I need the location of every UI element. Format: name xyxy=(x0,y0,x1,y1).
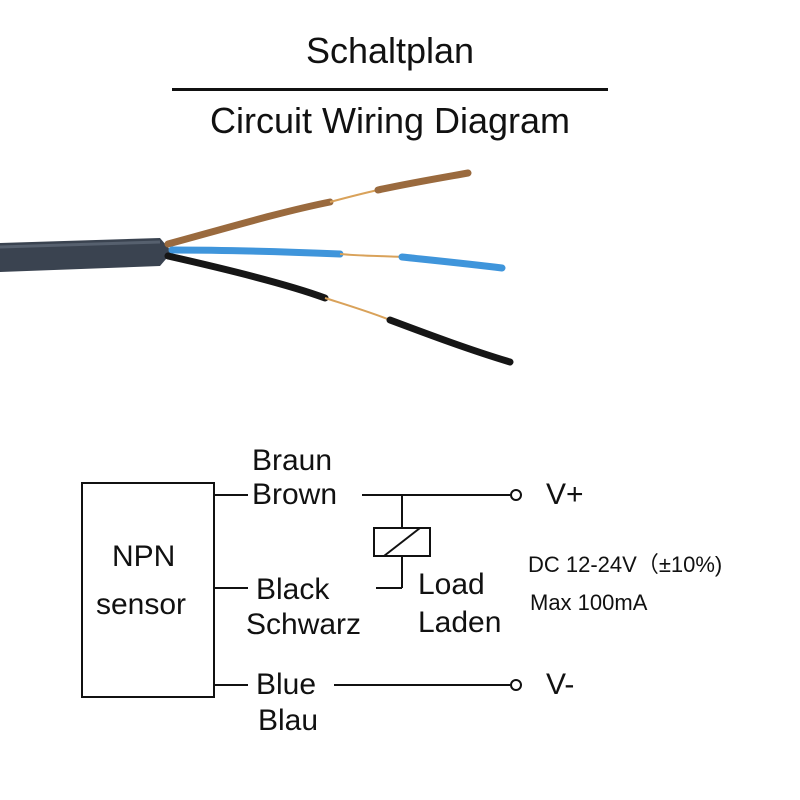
load-label-en: Load xyxy=(418,568,485,601)
negative-terminal xyxy=(510,679,522,691)
sensor-label-sensor: sensor xyxy=(96,588,187,621)
black-wire-tip xyxy=(386,316,514,366)
wire-label-black: Black xyxy=(256,573,330,606)
terminal-label-negative: V- xyxy=(546,668,575,701)
spec-supply-voltage: DC 12-24V（±10%) xyxy=(528,552,723,577)
spec-max-current: Max 100mA xyxy=(530,590,648,615)
brown-wire-copper xyxy=(329,189,379,203)
wire-label-schwarz: Schwarz xyxy=(246,608,362,641)
title-english: Circuit Wiring Diagram xyxy=(209,100,571,141)
wire-label-brown: Brown xyxy=(252,478,338,511)
black-wire-copper xyxy=(324,297,391,321)
blue-wire-tip xyxy=(398,253,506,272)
black-wire xyxy=(164,252,329,302)
sensor-label-npn: NPN xyxy=(112,540,176,573)
wire-label-blau: Blau xyxy=(258,704,319,737)
wire-label-blue: Blue xyxy=(256,668,317,701)
brown-wire xyxy=(164,198,334,248)
title-german: Schaltplan xyxy=(305,30,475,71)
sensor-box xyxy=(81,482,215,698)
brown-wire-tip xyxy=(374,169,472,194)
blue-wire-copper xyxy=(339,253,403,258)
terminal-label-positive: V+ xyxy=(546,478,584,511)
relay-diagonal xyxy=(383,527,421,557)
wire-label-braun: Braun xyxy=(252,444,333,477)
cable-illustration xyxy=(0,169,514,366)
positive-terminal xyxy=(510,489,522,501)
blue-wire xyxy=(168,246,344,258)
load-label-de: Laden xyxy=(418,606,502,639)
title-divider xyxy=(172,88,608,91)
